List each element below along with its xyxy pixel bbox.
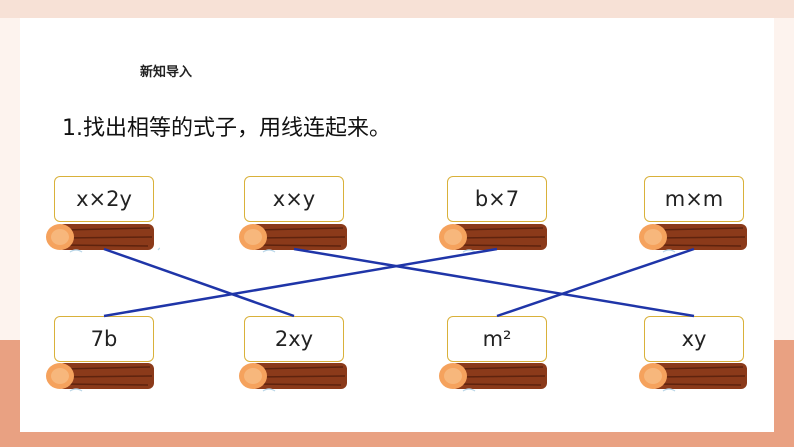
left-decor-band <box>0 340 20 447</box>
wood-log-icon <box>46 224 160 253</box>
bottom-card-2[interactable]: m² <box>447 316 547 362</box>
top-decor-bar <box>0 0 794 18</box>
wood-log-icon <box>239 224 347 253</box>
wood-log-icon <box>46 363 154 392</box>
wood-log-icon <box>639 363 747 392</box>
wood-log-icon <box>239 363 347 392</box>
bottom-card-3[interactable]: xy <box>644 316 744 362</box>
bottom-decor-band <box>0 432 794 447</box>
top-card-0[interactable]: x×2y <box>54 176 154 222</box>
top-card-1[interactable]: x×y <box>244 176 344 222</box>
question-text: 1.找出相等的式子，用线连起来。 <box>62 116 391 141</box>
wood-log-icon <box>439 224 547 253</box>
top-card-2[interactable]: b×7 <box>447 176 547 222</box>
bottom-card-0[interactable]: 7b <box>54 316 154 362</box>
top-card-3[interactable]: m×m <box>644 176 744 222</box>
wood-log-icon <box>639 224 747 253</box>
section-title: 新知导入 <box>140 65 193 80</box>
bottom-card-1[interactable]: 2xy <box>244 316 344 362</box>
wood-log-icon <box>439 363 547 392</box>
right-decor-band <box>774 340 794 447</box>
